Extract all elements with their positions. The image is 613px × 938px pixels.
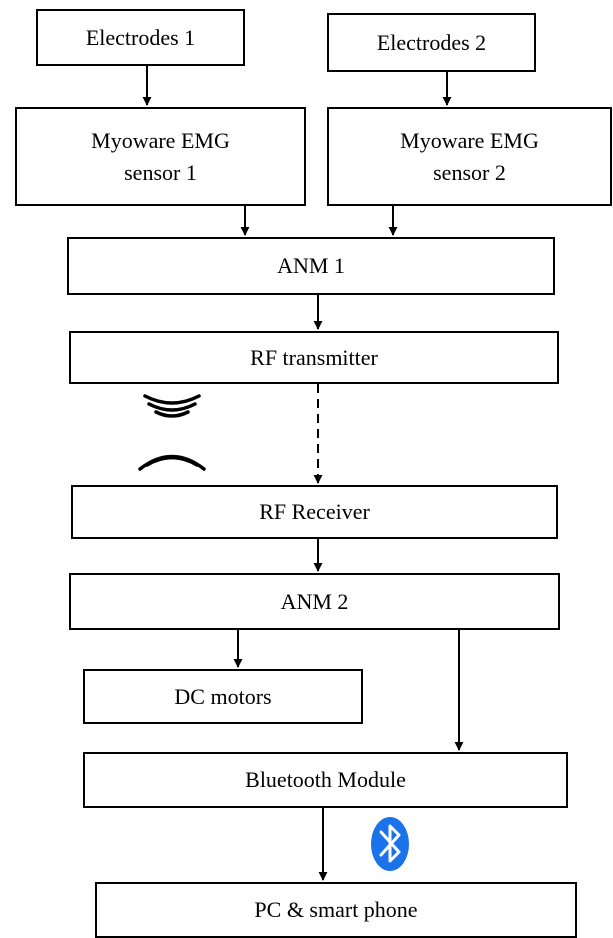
rf-receiver-label: RF Receiver [259,499,370,524]
emg-sensor-2-label: Myoware EMG sensor 2 [400,127,539,185]
electrodes-1-block: Electrodes 1 [36,9,245,66]
emg-sensor-1-block: Myoware EMG sensor 1 [15,107,306,206]
dc-motors-label: DC motors [174,683,272,709]
emg-sensor-1-label: Myoware EMG sensor 1 [91,127,230,185]
emg-sensor-2-block: Myoware EMG sensor 2 [327,107,612,206]
wireless-signal-icon [138,394,206,471]
electrodes-1-label: Electrodes 1 [85,24,196,50]
electrodes-2-block: Electrodes 2 [327,13,536,72]
anm-1-block: ANM 1 [67,237,555,295]
anm-1-label: ANM 1 [277,253,345,278]
bluetooth-module-block: Bluetooth Module [83,752,568,808]
anm-2-label: ANM 2 [280,588,349,614]
rf-transmitter-label: RF transmitter [250,344,378,370]
bluetooth-module-label: Bluetooth Module [245,767,406,792]
bluetooth-icon [371,817,409,871]
electrodes-2-label: Electrodes 2 [376,29,487,55]
dc-motors-block: DC motors [83,669,363,724]
anm-2-block: ANM 2 [69,573,560,630]
pc-smart-phone-label: PC & smart phone [254,897,418,922]
rf-transmitter-block: RF transmitter [69,331,559,384]
rf-receiver-block: RF Receiver [71,485,558,539]
